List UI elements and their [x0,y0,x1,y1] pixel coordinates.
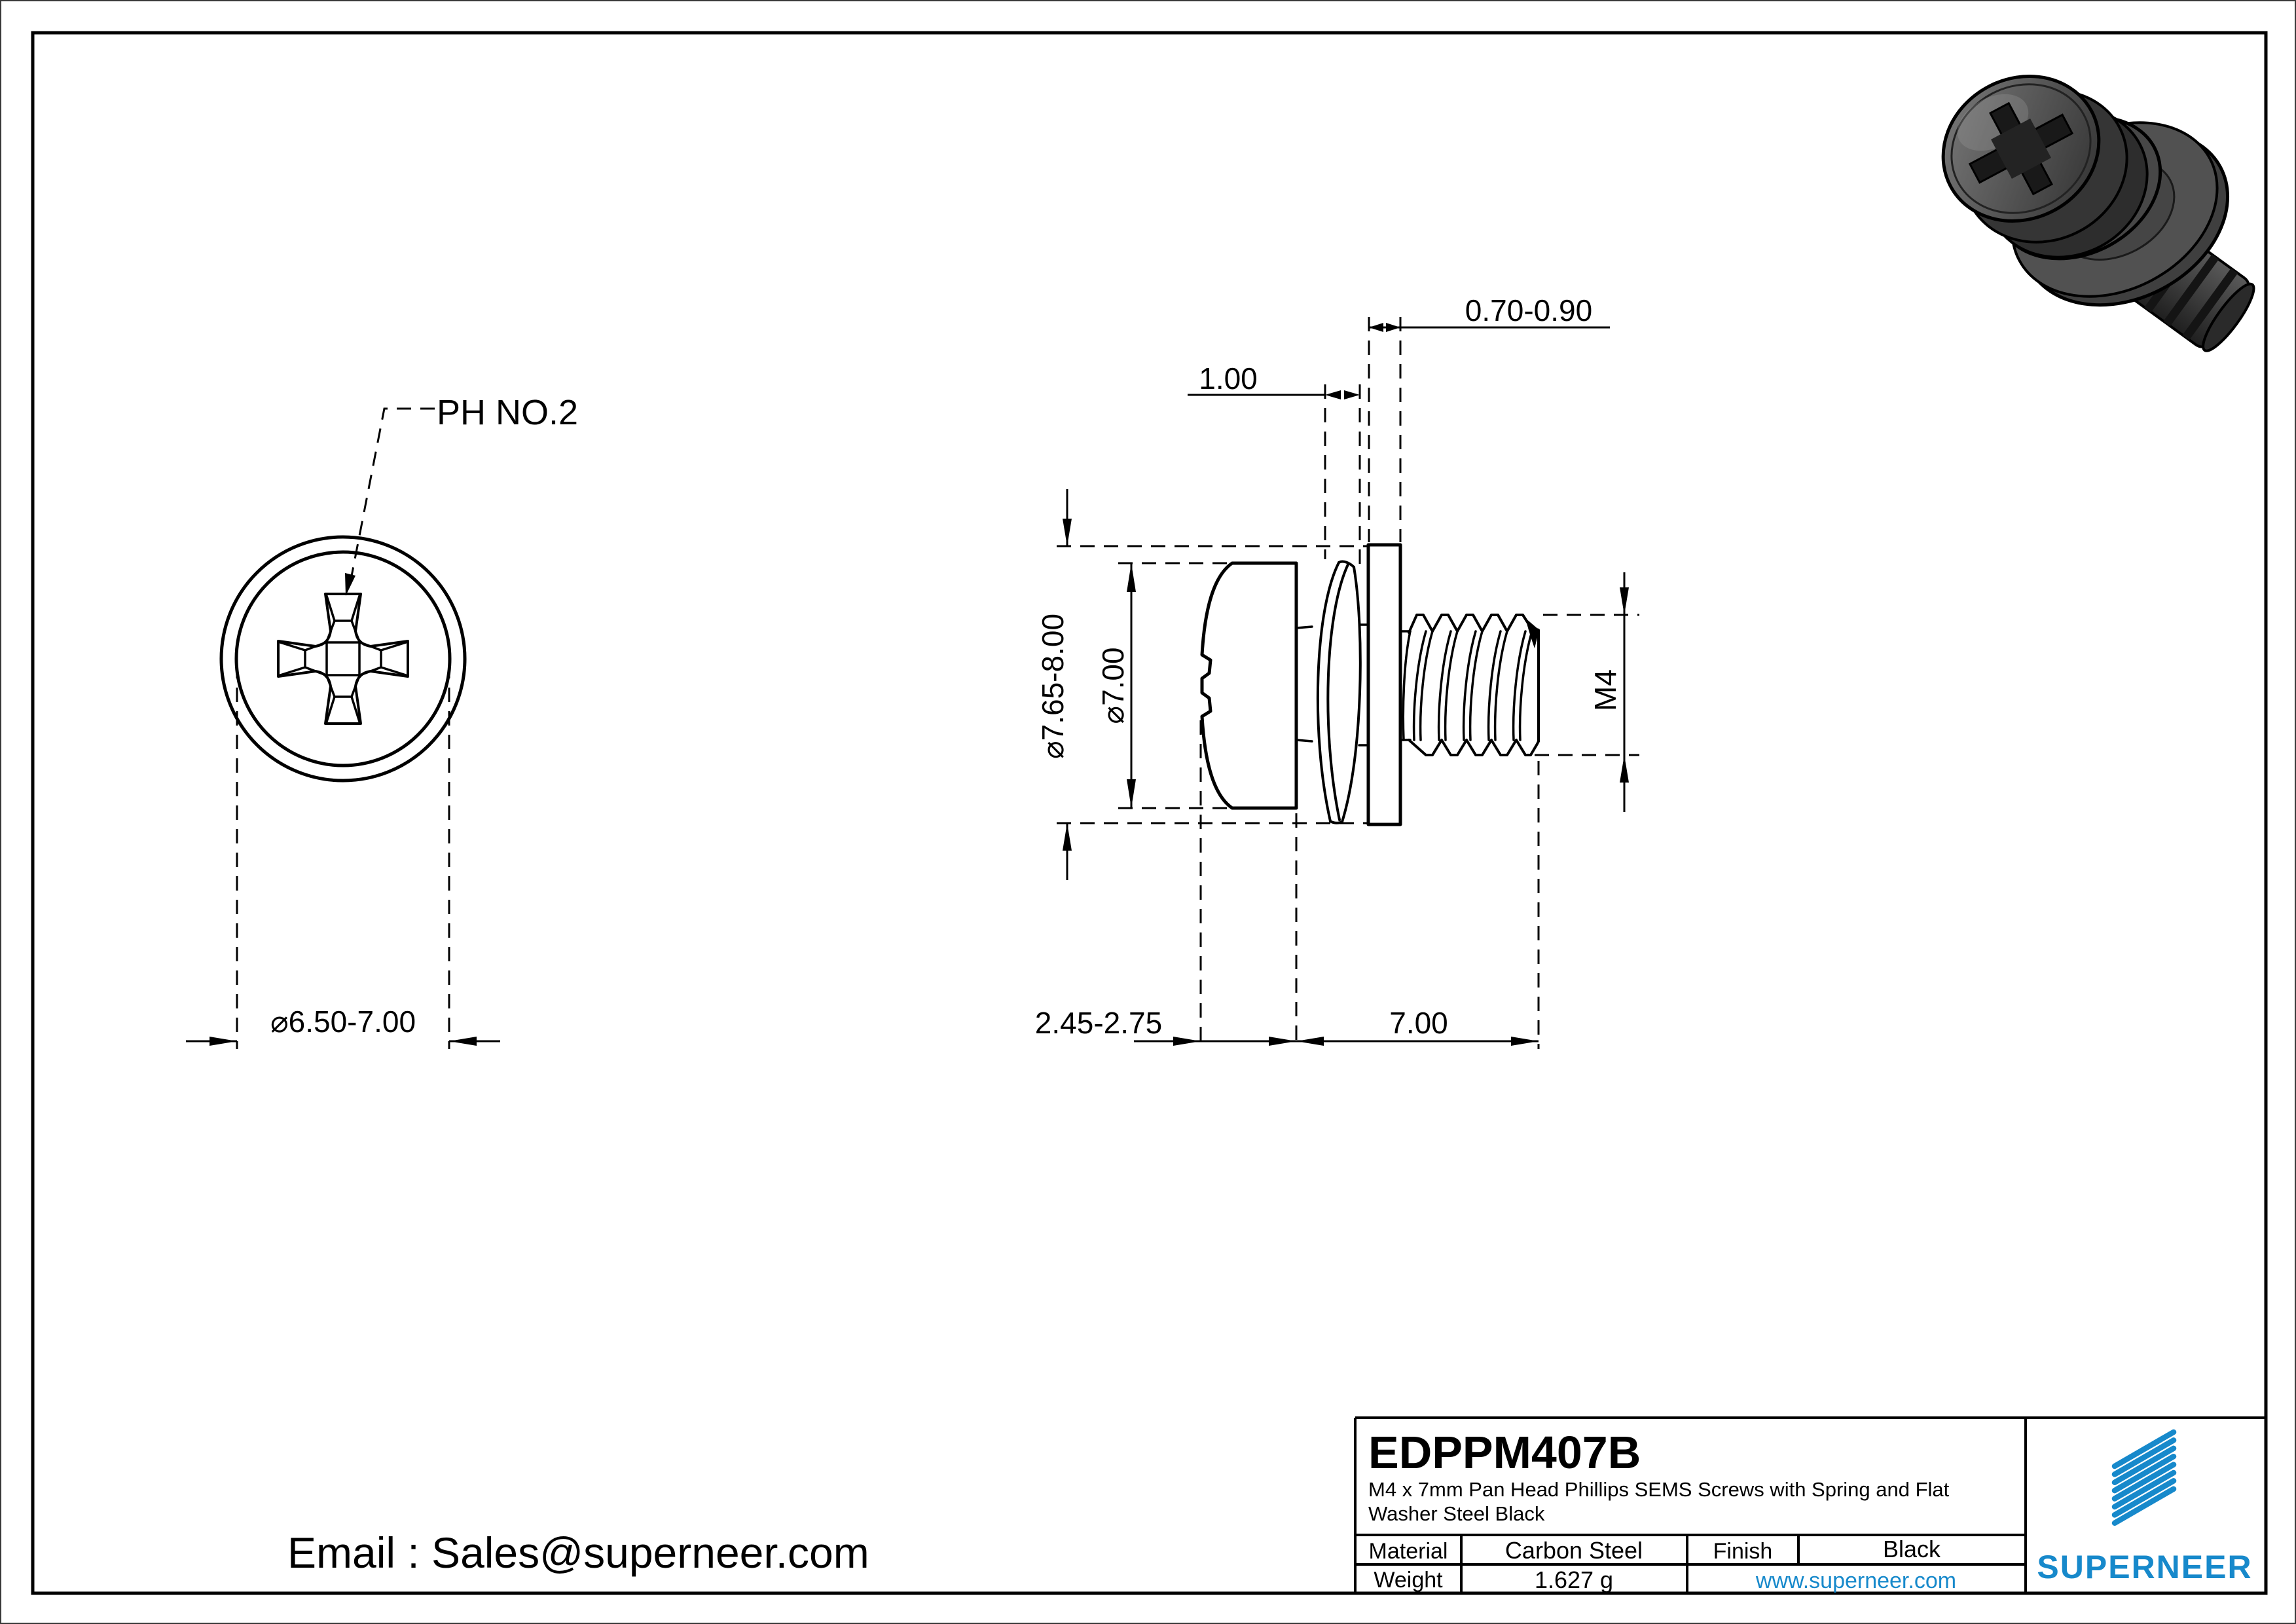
dim-head-height: 2.45-2.75 7.00 [1035,1006,1539,1046]
phillips-recess [277,593,409,725]
weight-label: Weight [1374,1568,1443,1593]
head-diameter-dim: ⌀6.50-7.00 [270,1005,416,1039]
title-block: EDPPM407B M4 x 7mm Pan Head Phillips SEM… [1354,1416,2266,1593]
spring-thickness-dim: 1.00 [1199,361,1258,396]
side-extension-lines [1057,317,1639,1049]
contact-email: Email : Sales@superneer.com [287,1528,869,1577]
finish-label: Finish [1713,1539,1773,1564]
front-extension-lines [236,664,450,1049]
thread-profile [1402,614,1540,756]
dim-flatwasher-thickness: 0.70-0.90 [1369,293,1610,332]
screw-3d-render [1941,75,2255,352]
head-height-dim: 2.45-2.75 [1035,1006,1162,1040]
recess-label: PH NO.2 [437,393,578,432]
front-view: PH NO.2 ⌀6.50-7.00 [186,393,578,1049]
washer-outline-circle [219,535,467,783]
flatwasher-thickness-dim: 0.70-0.90 [1465,293,1592,327]
dim-thread-spec: M4 [1588,572,1629,812]
side-view: ⌀7.65-8.00 ⌀7.00 1.00 0.70-0.90 [1035,293,1639,1049]
thread-length-dim: 7.00 [1389,1006,1448,1040]
dim-washer-od: ⌀7.65-8.00 [1036,489,1072,880]
spring-washer [1295,560,1370,824]
finish-value: Black [1883,1536,1941,1562]
phillips-cross-3d [1968,101,2074,196]
thread-spec-dim: M4 [1588,669,1622,711]
leader-arrowhead [345,573,355,596]
material-label: Material [1369,1539,1448,1564]
washer-diameter-dim: ⌀7.65-8.00 [1036,614,1070,759]
flat-washer [1366,543,1402,826]
head-diameter-side-dim: ⌀7.00 [1096,647,1130,724]
weight-value: 1.627 g [1535,1566,1613,1593]
part-description-line1: M4 x 7mm Pan Head Phillips SEMS Screws w… [1368,1478,1950,1501]
dim-spring-thickness: 1.00 [1188,361,1360,399]
part-number: EDPPM407B [1368,1427,1641,1478]
part-description-line2: Washer Steel Black [1368,1502,1545,1525]
brand-name: SUPERNEER [2037,1549,2252,1585]
brand-logo [2111,1429,2177,1526]
website-link[interactable]: www.superneer.com [1755,1568,1956,1593]
head-outline-circle [234,550,452,767]
recess-leader-line [348,407,435,590]
head-profile [1200,561,1298,810]
material-value: Carbon Steel [1505,1537,1643,1564]
dim-head-od: ⌀7.00 [1096,563,1136,808]
sheet-frame [31,31,2268,1595]
